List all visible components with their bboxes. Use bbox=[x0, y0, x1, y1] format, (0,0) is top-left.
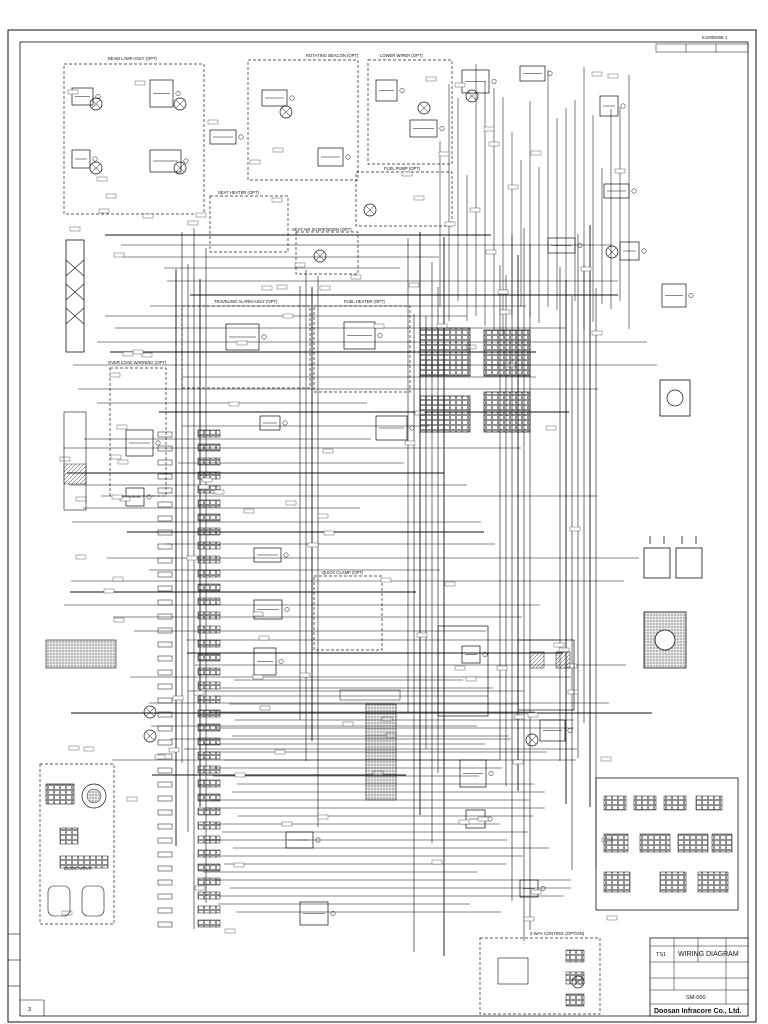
svg-text:SEAT HEATER (OPT): SEAT HEATER (OPT) bbox=[218, 190, 260, 195]
starter-relay bbox=[643, 611, 687, 669]
option-group-two-way-control: 2-WAY CONTROL (OPTION) bbox=[479, 931, 601, 1015]
wire-network bbox=[63, 64, 657, 956]
company-name: Doosan Infracore Co., Ltd. bbox=[654, 1008, 742, 1015]
two-way-control-switches bbox=[497, 949, 585, 1007]
svg-text:2-WAY CONTROL (OPTION): 2-WAY CONTROL (OPTION) bbox=[530, 931, 585, 936]
svg-text:ROTATING BEACON (OPT): ROTATING BEACON (OPT) bbox=[306, 53, 359, 58]
svg-text:FUEL PUMP (OPT): FUEL PUMP (OPT) bbox=[384, 166, 421, 171]
inner-frame bbox=[19, 41, 749, 1017]
fuse-box-left bbox=[65, 239, 85, 353]
option-group-seat-heater: SEAT HEATER (OPT) bbox=[209, 190, 289, 253]
wire-tags bbox=[59, 71, 626, 934]
svg-text:DIODE ARRAY: DIODE ARRAY bbox=[64, 866, 93, 871]
title-text: WIRING DIAGRAM bbox=[678, 951, 739, 958]
controller-table bbox=[339, 689, 401, 801]
option-group-traveling-alarm: TRAVELING ALARM ASSY (OPT) bbox=[181, 299, 311, 389]
drawing-number: K1000000E 1 bbox=[702, 35, 728, 40]
svg-text:QUICK CLAMP (OPT): QUICK CLAMP (OPT) bbox=[322, 570, 364, 575]
svg-text:BEAM LAMP ASSY (OPT): BEAM LAMP ASSY (OPT) bbox=[108, 56, 158, 61]
option-group-quick-clamp: QUICK CLAMP (OPT) bbox=[313, 570, 383, 651]
option-group-seat-air-suspension: SEAT AIR SUSPENSION (OPT) bbox=[292, 227, 359, 275]
option-group-rotating-beacon: ROTATING BEACON (OPT) bbox=[247, 53, 359, 181]
component-symbols bbox=[71, 65, 694, 989]
option-group-beam-lamp: BEAM LAMP ASSY (OPT) bbox=[63, 56, 205, 215]
title-block: WIRING DIAGRAM TS1 SM-000 Doosan Infraco… bbox=[649, 937, 749, 1017]
svg-text:OVER LOAD WARNING (OPT): OVER LOAD WARNING (OPT) bbox=[108, 360, 167, 365]
connector-pinout-panel bbox=[595, 777, 739, 911]
page-corner-number: 3 bbox=[28, 1007, 31, 1013]
alternator bbox=[659, 379, 691, 417]
fuse-relay-block-center bbox=[419, 327, 531, 433]
option-group-diode-array: DIODE ARRAY bbox=[39, 763, 115, 925]
main-junction-blocks bbox=[437, 625, 575, 717]
svg-text:FUEL HEATER (OPT): FUEL HEATER (OPT) bbox=[344, 299, 386, 304]
legend-list bbox=[63, 411, 87, 511]
reference-table-left bbox=[45, 639, 117, 669]
outer-frame bbox=[7, 29, 757, 1023]
sheet-code: SM-000 bbox=[686, 995, 706, 1001]
svg-text:SEAT AIR SUSPENSION (OPT): SEAT AIR SUSPENSION (OPT) bbox=[292, 227, 352, 232]
svg-text:LOWER WIPER (OPT): LOWER WIPER (OPT) bbox=[380, 53, 423, 58]
connector-views-left bbox=[45, 783, 109, 917]
model-text: TS1 bbox=[656, 952, 666, 958]
battery-symbols bbox=[643, 536, 703, 579]
option-group-lower-wiper: LOWER WIPER (OPT) bbox=[367, 53, 453, 165]
svg-text:TRAVELING ALARM ASSY (OPT): TRAVELING ALARM ASSY (OPT) bbox=[214, 299, 278, 304]
